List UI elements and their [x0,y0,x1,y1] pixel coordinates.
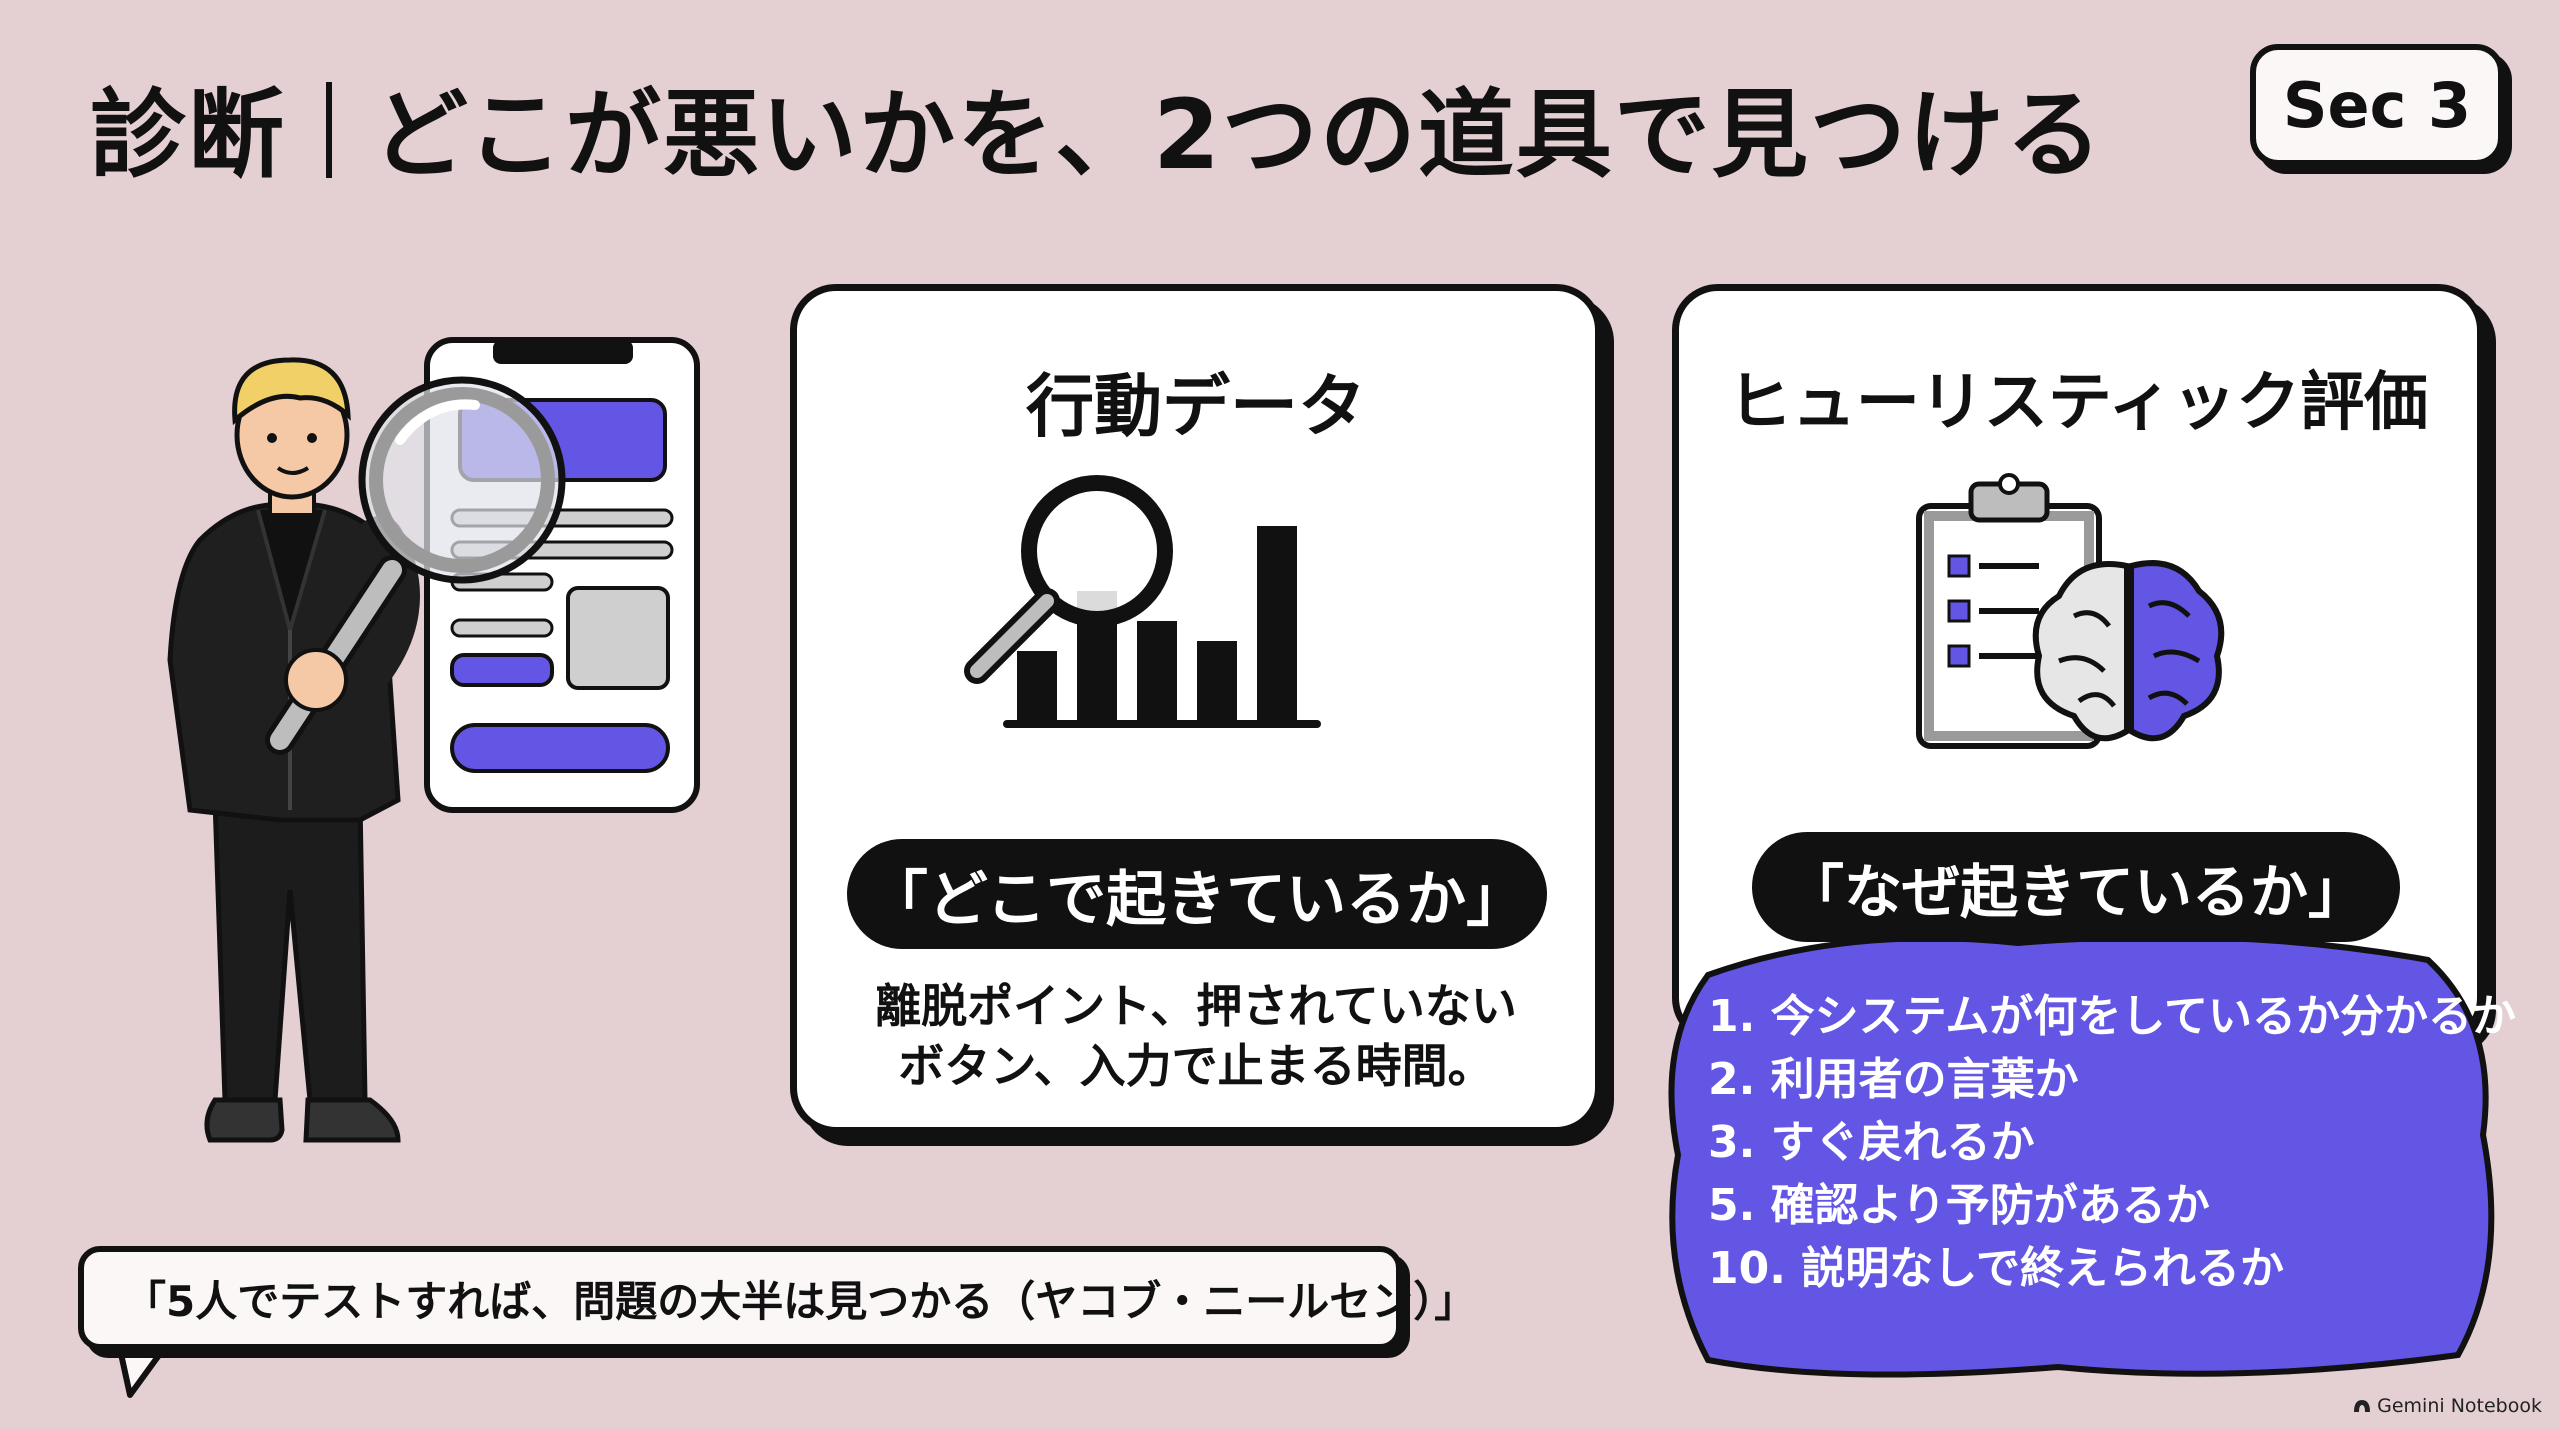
footer-brand: Gemini Notebook [2353,1395,2542,1417]
list-item: 10. 説明なしで終えられるか [1708,1243,2284,1294]
notebook-logo-icon [2354,1400,2371,1412]
heuristic-list: 1. 今システムが何をしているか分かるか 2. 利用者の言葉か 3. すぐ戻れる… [1708,985,2516,1300]
title-right: どこが悪いかを、2つの道具で見つける [372,79,2104,191]
section-badge: Sec 3 [2250,44,2504,166]
card-title: ヒューリスティック評価 [1727,366,2429,440]
page-title: 診断どこが悪いかを、2つの道具で見つける [90,70,2104,200]
why-pill: 「なぜ起きているか」 [1752,832,2400,942]
card-behavior-data: 行動データ 「どこで起きているか」 離脱ポイント、押されていない ボタン、入力で… [790,284,1602,1134]
footer-brand-text: Gemini Notebook [2377,1395,2542,1417]
clipboard-brain-icon [1916,473,2225,749]
bar-chart-magnifier-icon [964,475,1321,728]
person-magnifier-illustration [167,337,700,1143]
nielsen-quote: 「5人でテストすれば、問題の大半は見つかる（ヤコブ・ニールセン）」 [78,1246,1476,1350]
list-item: 1. 今システムが何をしているか分かるか [1708,991,2517,1042]
description-line: ボタン、入力で止まる時間。 [898,1039,1494,1093]
title-divider [326,82,332,178]
list-item: 2. 利用者の言葉か [1708,1054,2079,1105]
speech-bubble-tail [115,1340,173,1398]
list-item: 5. 確認より予防があるか [1708,1180,2210,1231]
card-description: 離脱ポイント、押されていない ボタン、入力で止まる時間。 [797,976,1595,1096]
description-line: 離脱ポイント、押されていない [875,979,1517,1033]
title-left: 診断 [90,79,286,191]
card-title: 行動データ [1025,368,1366,447]
list-item: 3. すぐ戻れるか [1708,1117,2035,1168]
where-pill: 「どこで起きているか」 [847,839,1547,949]
